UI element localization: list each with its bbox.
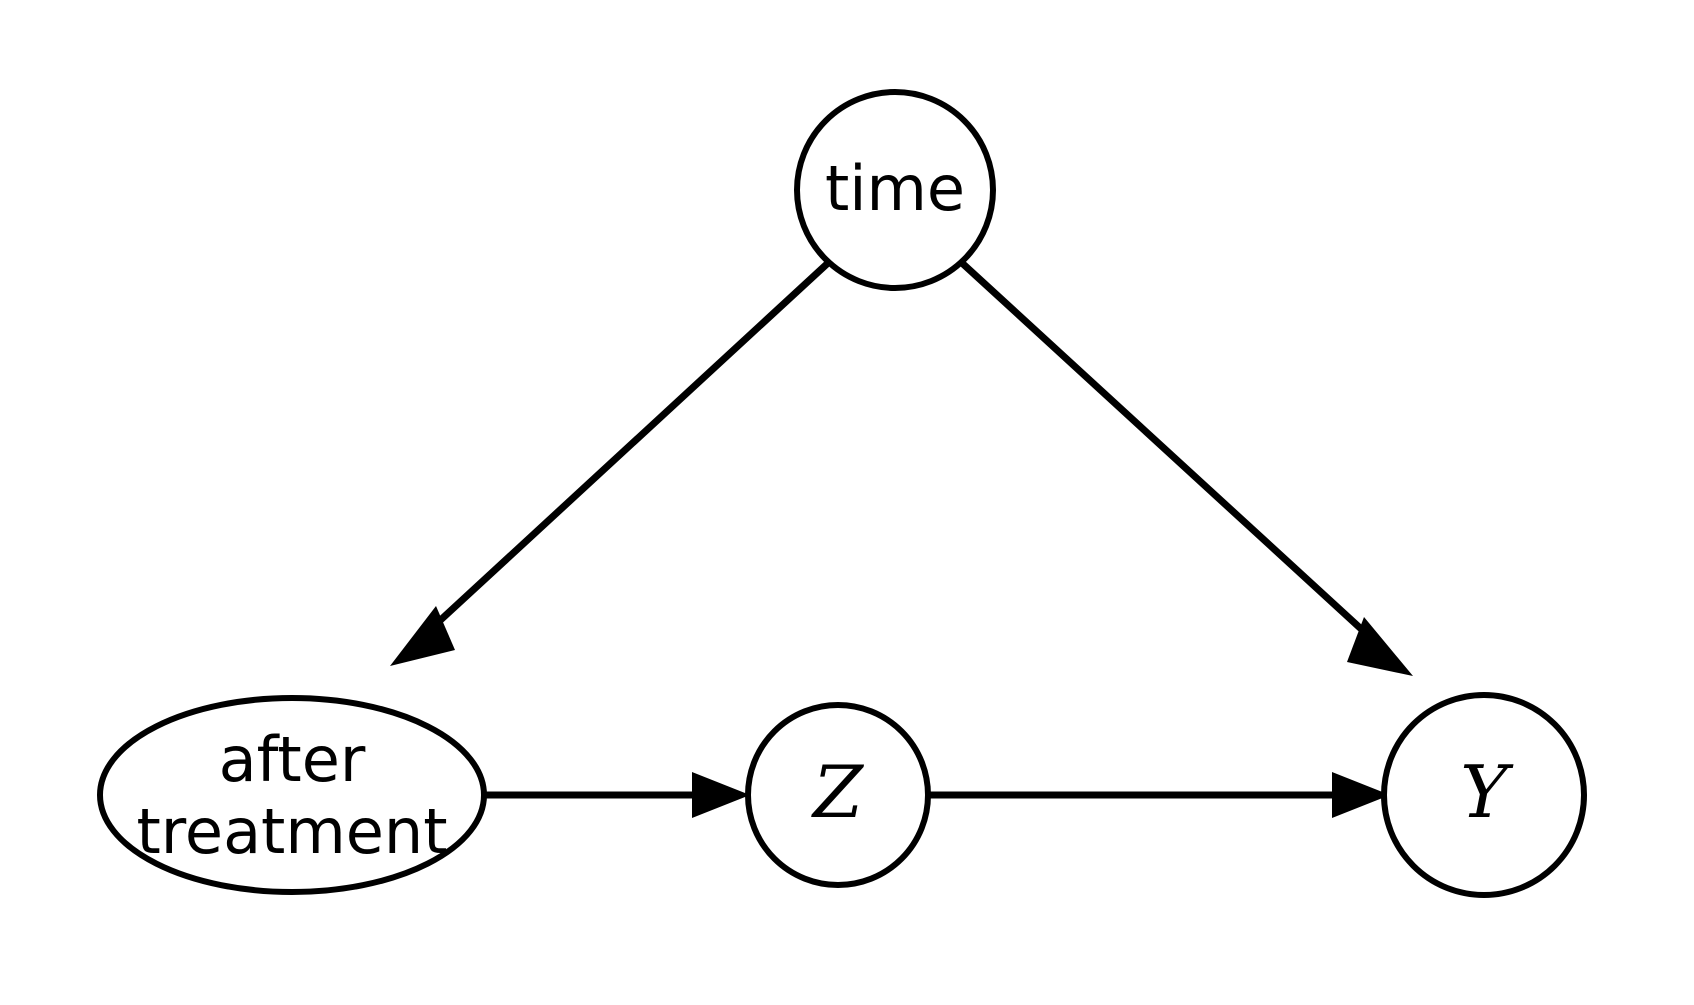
node-Z-circle[interactable]: [745, 702, 931, 888]
edge-time-to-Y-line: [959, 260, 1398, 663]
edge-time-to-Y: [959, 260, 1413, 676]
node-Z[interactable]: Z: [745, 702, 931, 888]
arrow-head-time-to-after-treatment: [390, 606, 455, 666]
node-Y-circle[interactable]: [1381, 692, 1587, 898]
node-Y[interactable]: Y: [1381, 692, 1587, 898]
node-Y-label: Y: [1460, 750, 1514, 834]
node-Z-label: Z: [811, 750, 865, 834]
arrow-head-time-to-Y: [1347, 617, 1413, 676]
arrow-head-after-treatment-to-Z: [692, 772, 750, 818]
node-after-treatment-ellipse[interactable]: [97, 695, 487, 895]
node-after-treatment[interactable]: after treatment: [97, 695, 487, 895]
edge-after-treatment-to-Z: [478, 772, 750, 818]
edge-time-to-after-treatment-line: [405, 260, 831, 653]
node-after-treatment-label-line2: treatment: [136, 795, 447, 868]
edge-time-to-after-treatment: [390, 260, 831, 666]
node-time-label: time: [825, 152, 965, 225]
node-time-circle[interactable]: [794, 89, 996, 291]
edge-Z-to-Y: [930, 772, 1390, 818]
node-time[interactable]: time: [794, 89, 996, 291]
node-after-treatment-label-line1: after: [219, 723, 366, 796]
arrow-head-Z-to-Y: [1332, 772, 1390, 818]
